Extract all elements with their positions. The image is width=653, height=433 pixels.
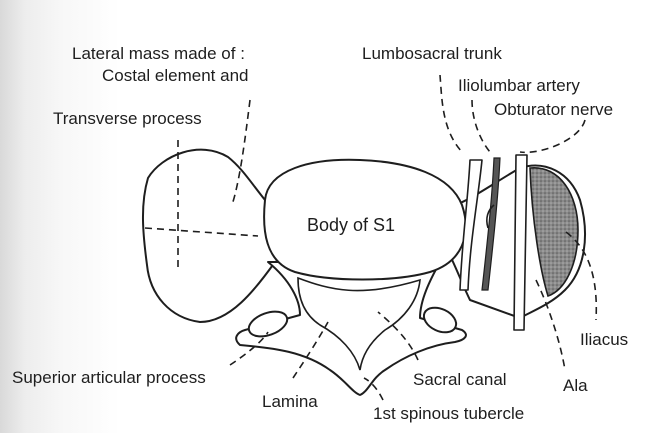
leader-obturator-nerve: [520, 120, 585, 152]
label-lateral-mass-line1: Lateral mass made of :: [72, 44, 245, 64]
obturator-nerve: [514, 155, 527, 330]
label-sacral-canal: Sacral canal: [413, 370, 507, 390]
label-body-of-s1: Body of S1: [307, 215, 395, 235]
label-obturator-nerve: Obturator nerve: [494, 100, 613, 120]
label-transverse-process: Transverse process: [53, 109, 202, 129]
label-iliolumbar-artery: Iliolumbar artery: [458, 76, 580, 96]
leader-iliolumbar-artery: [472, 100, 490, 152]
label-ala: Ala: [563, 376, 588, 396]
label-lamina: Lamina: [262, 392, 318, 412]
label-iliacus: Iliacus: [580, 330, 628, 350]
label-first-spinous-tubercle: 1st spinous tubercle: [373, 404, 524, 424]
label-lateral-mass-line2: Costal element and: [102, 66, 248, 86]
label-superior-articular-process: Superior articular process: [12, 368, 206, 388]
label-lumbosacral-trunk: Lumbosacral trunk: [362, 44, 502, 64]
